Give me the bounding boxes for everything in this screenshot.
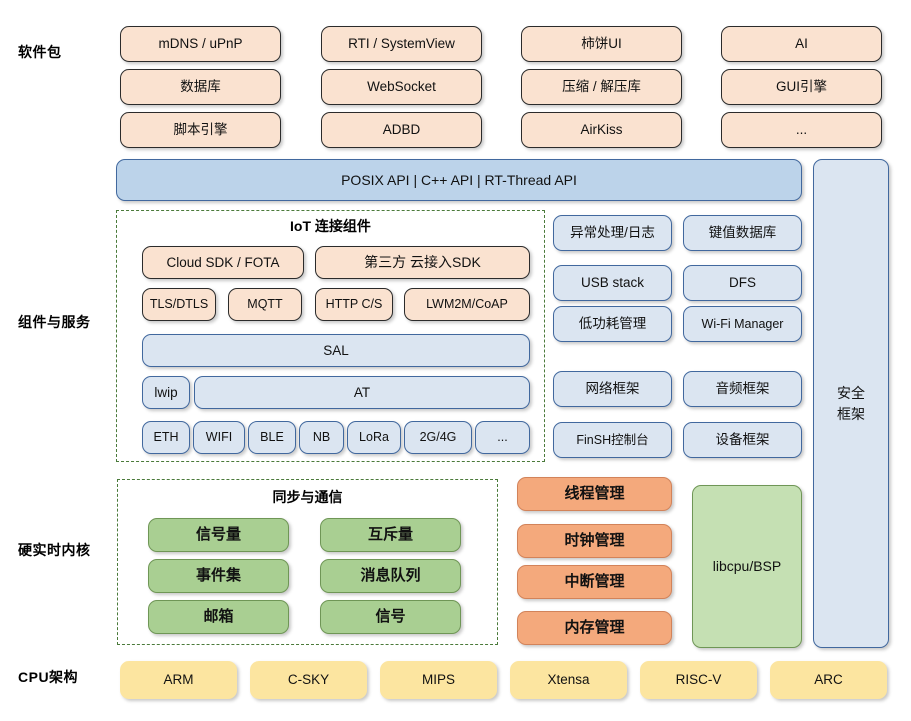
- software-package-box[interactable]: ...: [721, 112, 882, 148]
- kernel-sync-node[interactable]: 信号量: [148, 518, 289, 552]
- iot-node[interactable]: Cloud SDK / FOTA: [142, 246, 304, 279]
- libcpu-bsp-box[interactable]: libcpu/BSP: [692, 485, 802, 648]
- kernel-sync-node[interactable]: 信号: [320, 600, 461, 634]
- sync-communication-title: 同步与通信: [272, 489, 343, 505]
- iot-node-lwip[interactable]: lwip: [142, 376, 190, 409]
- kernel-manager-node[interactable]: 时钟管理: [517, 524, 672, 558]
- iot-node[interactable]: MQTT: [228, 288, 302, 321]
- iot-link-node[interactable]: NB: [299, 421, 344, 454]
- iot-node[interactable]: 第三方 云接入SDK: [315, 246, 530, 279]
- iot-link-node[interactable]: ...: [475, 421, 530, 454]
- kernel-manager-node[interactable]: 内存管理: [517, 611, 672, 645]
- cpu-arch-node[interactable]: Xtensa: [510, 661, 627, 699]
- kernel-manager-node[interactable]: 中断管理: [517, 565, 672, 599]
- software-package-box[interactable]: 数据库: [120, 69, 281, 105]
- iot-node-at[interactable]: AT: [194, 376, 530, 409]
- software-package-box[interactable]: AI: [721, 26, 882, 62]
- iot-link-node[interactable]: LoRa: [347, 421, 401, 454]
- software-package-box[interactable]: mDNS / uPnP: [120, 26, 281, 62]
- security-framework-label-line1: 安全: [837, 384, 865, 401]
- cpu-arch-node[interactable]: C-SKY: [250, 661, 367, 699]
- kernel-sync-node[interactable]: 事件集: [148, 559, 289, 593]
- software-package-box[interactable]: GUI引擎: [721, 69, 882, 105]
- cpu-arch-node[interactable]: RISC-V: [640, 661, 757, 699]
- kernel-manager-node[interactable]: 线程管理: [517, 477, 672, 511]
- iot-link-node[interactable]: BLE: [248, 421, 296, 454]
- cpu-arch-node[interactable]: ARC: [770, 661, 887, 699]
- iot-link-node[interactable]: ETH: [142, 421, 190, 454]
- row-label-hard-realtime-kernel: 硬实时内核: [18, 542, 91, 558]
- component-node[interactable]: 设备框架: [683, 422, 802, 458]
- software-package-box[interactable]: 压缩 / 解压库: [521, 69, 682, 105]
- kernel-sync-node[interactable]: 互斥量: [320, 518, 461, 552]
- component-node[interactable]: 音频框架: [683, 371, 802, 407]
- component-node[interactable]: Wi-Fi Manager: [683, 306, 802, 342]
- kernel-sync-node[interactable]: 邮箱: [148, 600, 289, 634]
- kernel-sync-node[interactable]: 消息队列: [320, 559, 461, 593]
- security-framework-box[interactable]: 安全 框架: [813, 159, 889, 648]
- iot-node[interactable]: LWM2M/CoAP: [404, 288, 530, 321]
- row-label-software-packages: 软件包: [18, 44, 62, 60]
- cpu-arch-node[interactable]: MIPS: [380, 661, 497, 699]
- component-node[interactable]: 低功耗管理: [553, 306, 672, 342]
- component-node[interactable]: 网络框架: [553, 371, 672, 407]
- security-framework-label-line2: 框架: [837, 405, 865, 422]
- software-package-box[interactable]: ADBD: [321, 112, 482, 148]
- api-bar[interactable]: POSIX API | C++ API | RT-Thread API: [116, 159, 802, 201]
- software-package-box[interactable]: AirKiss: [521, 112, 682, 148]
- software-package-box[interactable]: 柿饼UI: [521, 26, 682, 62]
- iot-link-node[interactable]: 2G/4G: [404, 421, 472, 454]
- sync-communication-group: [117, 479, 498, 645]
- iot-node[interactable]: TLS/DTLS: [142, 288, 216, 321]
- row-label-cpu-architecture: CPU架构: [18, 669, 79, 685]
- iot-connectivity-group: [116, 210, 545, 462]
- component-node[interactable]: DFS: [683, 265, 802, 301]
- component-node[interactable]: 键值数据库: [683, 215, 802, 251]
- iot-group-title: IoT 连接组件: [290, 218, 371, 234]
- software-package-box[interactable]: RTI / SystemView: [321, 26, 482, 62]
- iot-link-node[interactable]: WIFI: [193, 421, 245, 454]
- component-node[interactable]: 异常处理/日志: [553, 215, 672, 251]
- iot-node[interactable]: HTTP C/S: [315, 288, 393, 321]
- component-node[interactable]: USB stack: [553, 265, 672, 301]
- cpu-arch-node[interactable]: ARM: [120, 661, 237, 699]
- software-package-box[interactable]: 脚本引擎: [120, 112, 281, 148]
- component-node[interactable]: FinSH控制台: [553, 422, 672, 458]
- software-package-box[interactable]: WebSocket: [321, 69, 482, 105]
- row-label-components-services: 组件与服务: [18, 314, 91, 330]
- iot-node-sal[interactable]: SAL: [142, 334, 530, 367]
